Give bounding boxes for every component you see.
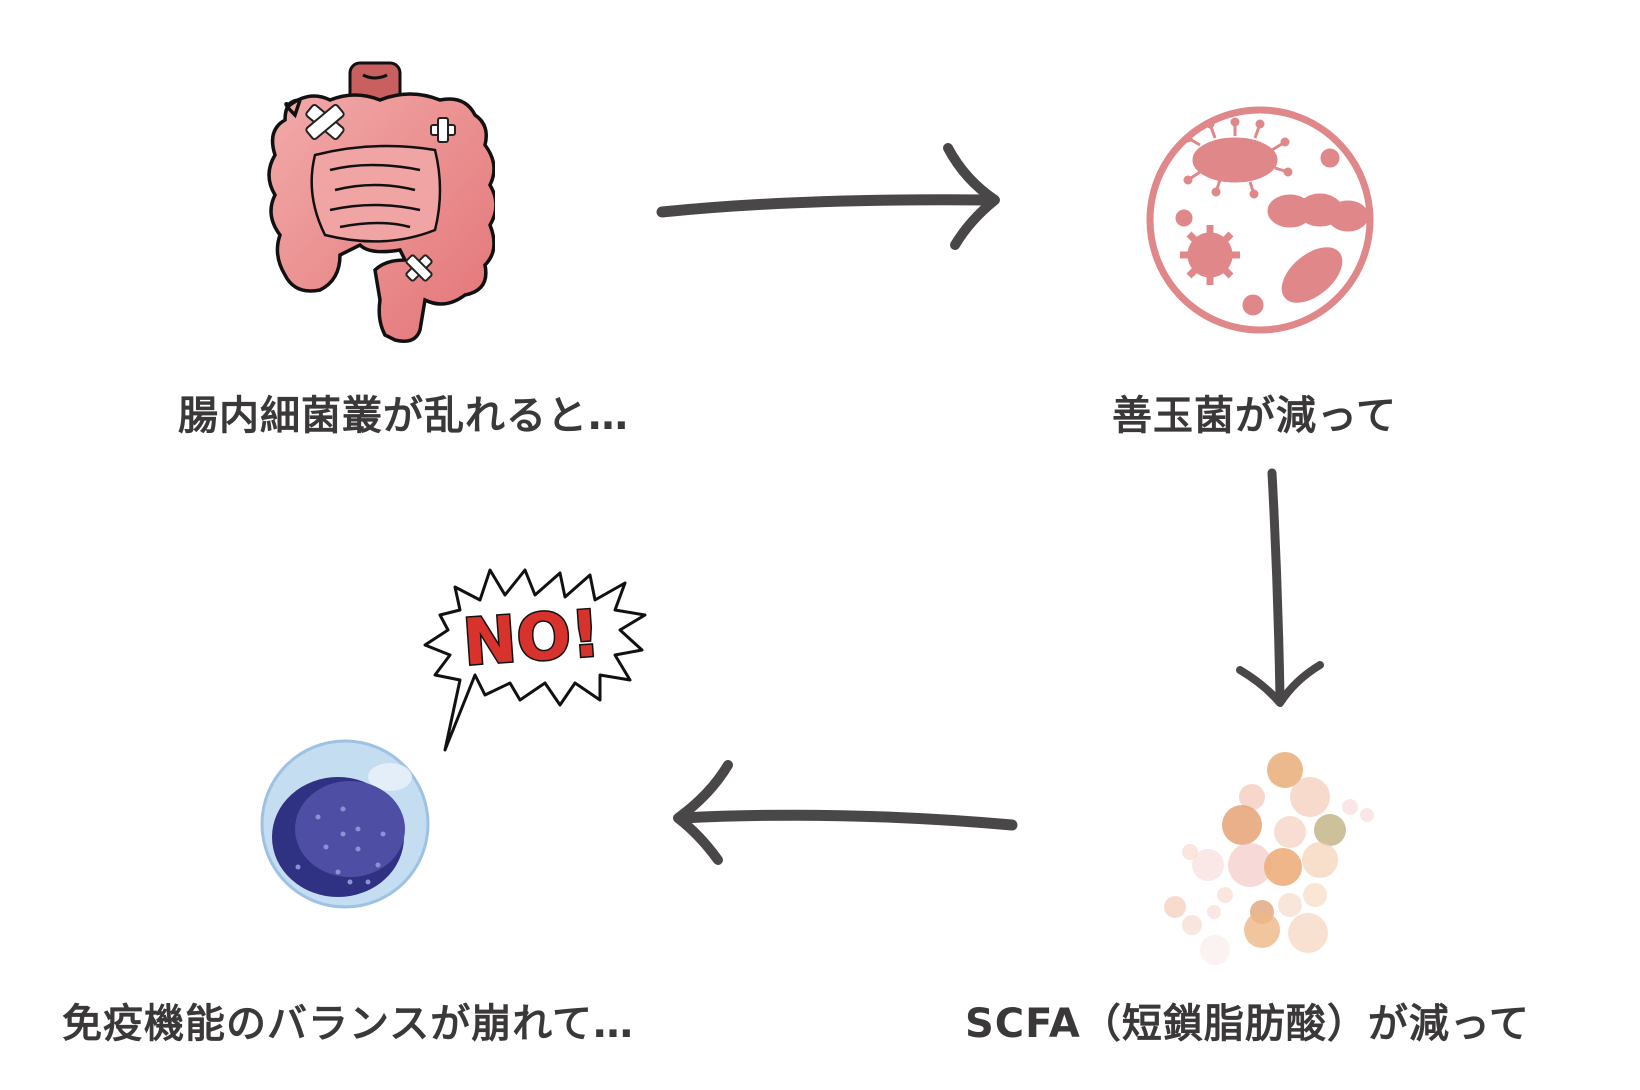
bacteria-petri-icon xyxy=(1146,106,1374,334)
no-exclamation-text: NO! xyxy=(461,597,603,680)
intestine-icon xyxy=(267,61,495,343)
arrow-right-icon xyxy=(656,143,1000,250)
immune-cell-icon xyxy=(260,739,430,909)
arrow-down-icon xyxy=(1236,468,1324,707)
step-label-dysbiosis: 腸内細菌叢が乱れると… xyxy=(178,393,629,439)
step-label-good-bacteria: 善玉菌が減って xyxy=(1112,393,1397,439)
no-speech-bubble-icon: NO! xyxy=(423,568,647,752)
bokeh-particles-icon xyxy=(1164,752,1374,965)
step-label-scfa: SCFA（短鎖脂肪酸）が減って xyxy=(965,1001,1530,1047)
step-label-immune: 免疫機能のバランスが崩れて… xyxy=(62,1001,634,1047)
arrow-left-icon xyxy=(673,760,1018,865)
